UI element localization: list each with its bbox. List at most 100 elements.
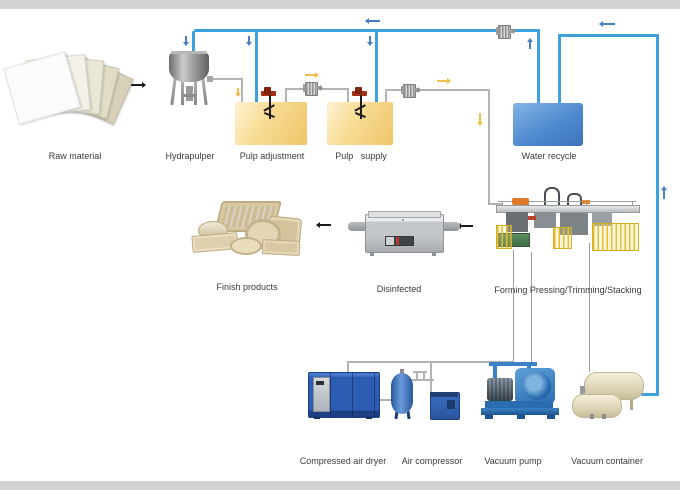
- pump-shaft: [317, 86, 320, 90]
- machine-top-cap: [368, 211, 441, 218]
- pipe-adj-to-pump: [285, 88, 304, 90]
- machine-leg: [370, 250, 374, 256]
- pump-top-bar: [489, 362, 537, 366]
- container-leg: [630, 396, 633, 410]
- pump-base-upper: [485, 401, 553, 408]
- label-air-compressor: Air compressor: [401, 456, 463, 466]
- pulp-pump-icon: [303, 82, 323, 96]
- label-hydrapulper: Hydrapulper: [165, 151, 215, 161]
- motor: [487, 378, 513, 401]
- hydrapulper-leg: [170, 77, 177, 106]
- compressed-air-dryer-equipment: [308, 372, 380, 419]
- process-arrow-left-icon: [458, 225, 473, 227]
- machine-body: [365, 214, 444, 253]
- process-arrow-left-icon: [317, 224, 331, 226]
- agitator-motor: [264, 87, 271, 94]
- safety-fence: [553, 227, 572, 249]
- vacuum-tank-front: [572, 394, 622, 418]
- line-forming-vacuum-pump: [531, 252, 532, 364]
- pump-cap: [401, 86, 404, 94]
- agitator-icon: [352, 87, 370, 119]
- dryer-display: [316, 381, 324, 385]
- label-disinfected: Disinfected: [376, 284, 422, 294]
- letterbox-top: [0, 0, 680, 9]
- pump-foot: [485, 415, 493, 419]
- letterbox-bottom: [0, 481, 680, 490]
- pipe-water-tank-inlet: [558, 34, 561, 104]
- red-accent: [528, 216, 536, 220]
- compressor-vent: [447, 400, 455, 409]
- label-raw-material: Raw material: [48, 151, 102, 161]
- tank-fitting: [580, 386, 585, 395]
- conveyor-wing-left: [348, 222, 367, 231]
- platform: [496, 205, 640, 213]
- flow-arrow-up-icon: [663, 187, 665, 199]
- pump-tip: [512, 28, 516, 34]
- machine-leg: [432, 250, 436, 256]
- pipe-air-to-compressor: [430, 361, 432, 392]
- flow-arrow-down-icon: [369, 36, 371, 45]
- pipe-return-vertical: [656, 34, 659, 395]
- pipe-supply-drop: [347, 88, 349, 102]
- dryer-panel: [313, 377, 330, 412]
- label-pulp-supply: Pulp supply: [335, 151, 387, 161]
- raw-material-image: [3, 51, 134, 126]
- flow-arrow-down-icon: [248, 36, 250, 45]
- pipe-hydrapulper-outlet: [208, 78, 243, 80]
- hydrapulper-flange: [183, 94, 196, 97]
- label-vacuum-pump: Vacuum pump: [484, 456, 542, 466]
- pulp-pump-icon: [401, 84, 421, 98]
- pipe-pump-to-forming-v: [488, 89, 490, 205]
- pipe-supply-riser: [385, 90, 387, 102]
- hydrapulper-rim: [171, 51, 207, 54]
- pump-tip: [319, 85, 323, 91]
- rail-post: [632, 201, 633, 207]
- receiver-tank: [391, 373, 413, 414]
- pulp-arrow-right-icon: [437, 80, 450, 82]
- flow-arrow-down-icon: [185, 36, 187, 45]
- belt-wheel: [523, 372, 551, 400]
- safety-fence: [592, 223, 639, 251]
- pipe-supply-to-pump: [385, 89, 401, 91]
- pump-post: [493, 366, 497, 378]
- flow-arrow-up-icon: [529, 39, 531, 49]
- line-forming-vacuum-container: [589, 243, 590, 372]
- rail-post: [586, 201, 587, 207]
- hydrapulper-equipment: [166, 48, 216, 108]
- hydrapulper-outlet-nozzle: [207, 76, 213, 82]
- railing: [498, 201, 636, 203]
- tank-nozzle: [590, 414, 594, 419]
- dryer-foot: [366, 416, 372, 419]
- flow-arrow-left-icon: [366, 20, 380, 22]
- pump-foot: [517, 415, 525, 419]
- pump-cap: [496, 27, 499, 35]
- pump-shaft: [510, 29, 513, 33]
- pulp-arrow-right-icon: [305, 74, 318, 76]
- water-pump-icon: [496, 25, 516, 39]
- label-compressed-air-dryer: Compressed air dryer: [299, 456, 387, 466]
- dryer-foot: [314, 416, 320, 419]
- hose-arc: [544, 187, 560, 206]
- air-compressor-equipment: [391, 369, 460, 420]
- agitator-icon: [261, 87, 279, 119]
- pump-foot: [547, 415, 555, 419]
- pump-base-lower: [481, 408, 559, 415]
- pipe-pump-to-supply: [321, 88, 349, 90]
- water-recycle-tank: [513, 103, 583, 146]
- pump-tip: [417, 87, 421, 93]
- orange-unit: [582, 200, 590, 204]
- pipe-adj-riser: [285, 90, 287, 102]
- label-water-recycle: Water recycle: [521, 151, 577, 161]
- label-finish-products: Finish products: [216, 282, 278, 292]
- control-panel: [385, 236, 414, 246]
- pipe-to-pulp-adjustment: [255, 31, 258, 103]
- pipe-air-to-dryer: [347, 361, 349, 373]
- pipe-return-horizontal: [558, 34, 659, 37]
- pipe-dryer-to-tank: [377, 399, 392, 401]
- pipe-compressor-link: [410, 379, 434, 381]
- hydrapulper-leg: [181, 80, 184, 105]
- pipe-water-tank-outlet: [537, 31, 540, 104]
- conveyor-wing-right: [440, 222, 460, 231]
- pipe-top-horizontal: [194, 29, 540, 32]
